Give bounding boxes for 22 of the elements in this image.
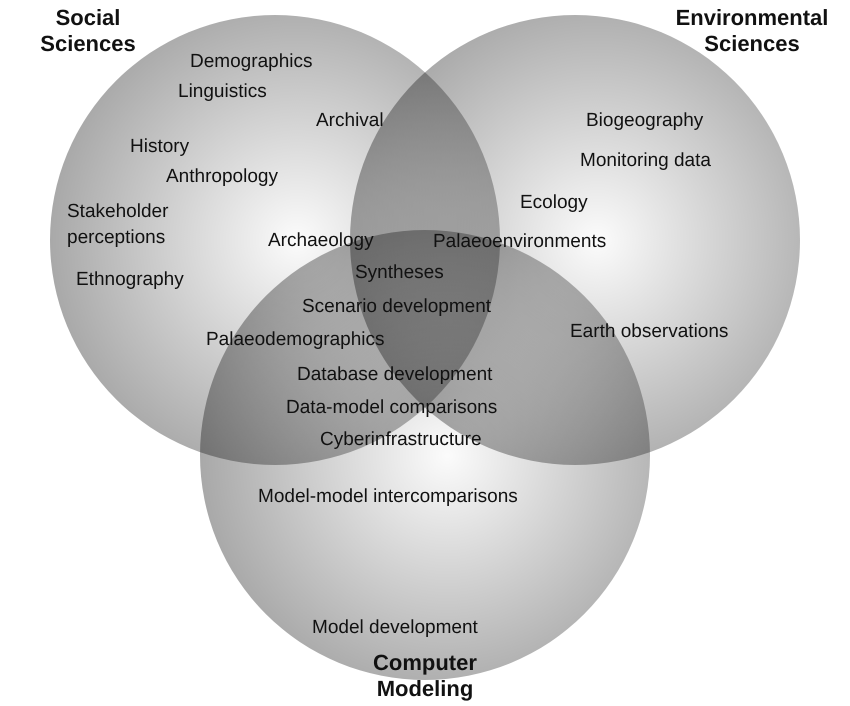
topic-label: Model-model intercomparisons	[258, 486, 518, 508]
topic-label: Data-model comparisons	[286, 397, 498, 419]
topic-label: Anthropology	[166, 166, 278, 188]
topic-label: History	[130, 136, 190, 158]
topic-label: Stakeholder perceptions	[67, 200, 170, 250]
topic-label: Cyberinfrastructure	[320, 429, 482, 451]
topic-label: Palaeodemographics	[206, 329, 385, 351]
topic-label: Earth observations	[570, 321, 728, 343]
set-heading: Environmental Sciences	[674, 5, 830, 57]
topic-label: Database development	[297, 364, 492, 386]
topic-label: Scenario development	[302, 296, 492, 318]
topic-label: Ethnography	[76, 269, 184, 291]
topic-label: Monitoring data	[580, 150, 711, 172]
set-heading: Social Sciences	[39, 5, 137, 57]
topic-label: Ecology	[520, 192, 588, 214]
topic-label: Biogeography	[586, 110, 704, 132]
topic-label: Model development	[312, 617, 478, 639]
set-heading: Computer Modeling	[372, 650, 478, 702]
topic-label: Demographics	[190, 51, 312, 73]
topic-label: Syntheses	[355, 262, 444, 284]
topic-label: Linguistics	[178, 81, 267, 103]
topic-label: Archival	[316, 110, 384, 132]
